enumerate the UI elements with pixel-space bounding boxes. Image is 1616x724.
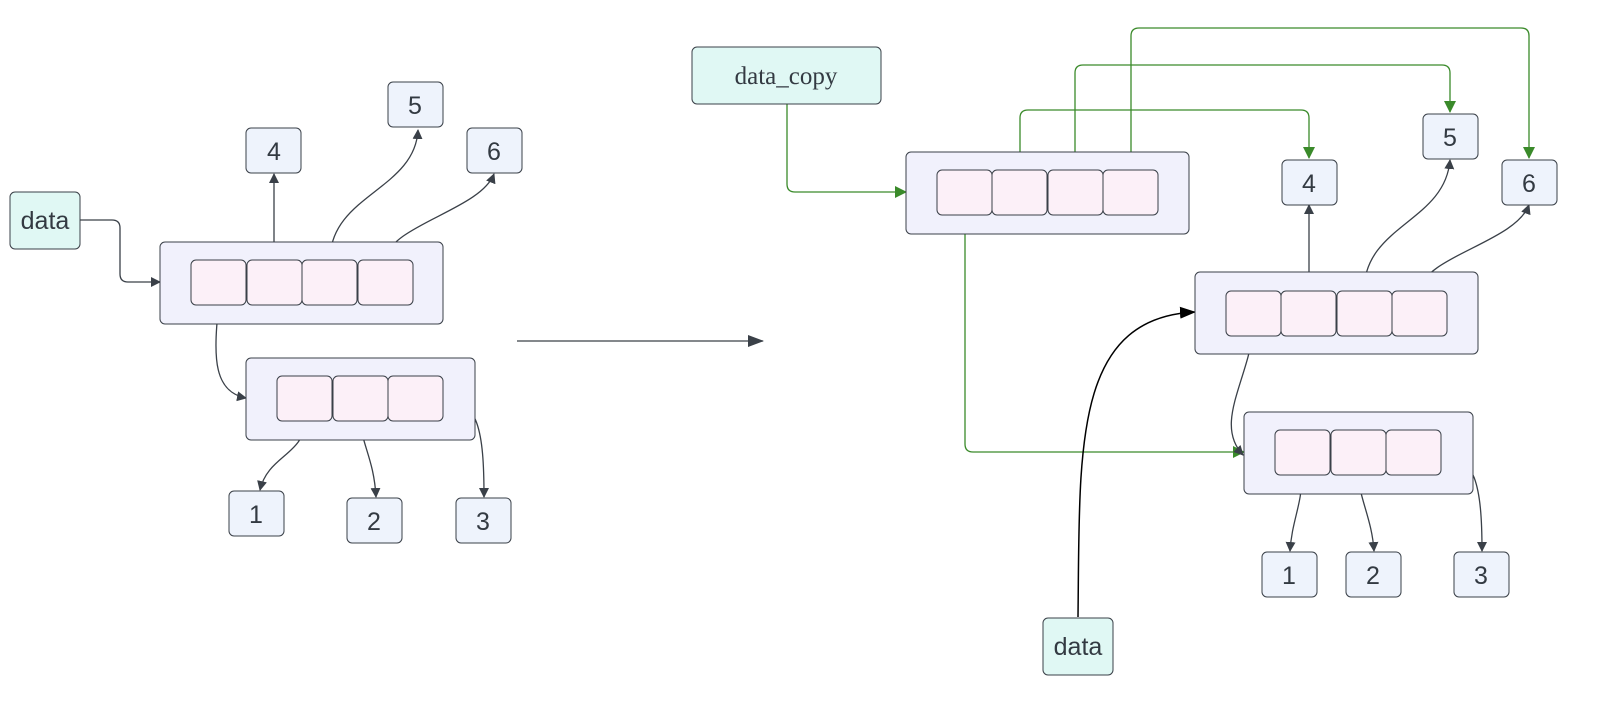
value-1-after: 1	[1261, 551, 1318, 598]
list-slot	[1047, 169, 1104, 216]
value-6-after: 6	[1501, 159, 1558, 206]
outer-list-after	[1194, 271, 1479, 355]
edge-slot-to-5	[329, 129, 423, 261]
list-slot	[1225, 290, 1282, 337]
edge-data-to-outer-list-after	[1077, 306, 1196, 618]
variable-data-copy: data_copy	[691, 46, 882, 105]
list-slot	[991, 169, 1048, 216]
value-label: 4	[1302, 170, 1316, 198]
value-3-before: 3	[455, 497, 512, 544]
value-6-before: 6	[466, 127, 523, 174]
copied-outer-list	[905, 151, 1190, 235]
value-3-after: 3	[1453, 551, 1510, 598]
value-2-after: 2	[1345, 551, 1402, 598]
edge-data-to-outer-list	[80, 219, 161, 287]
edge-data-copy-to-copied-list	[786, 104, 907, 198]
before-panel: data 4 5 6	[9, 81, 523, 544]
nested-list-after	[1243, 411, 1474, 495]
list-slot	[1274, 429, 1331, 476]
edge-copy-slot-to-4	[1019, 109, 1315, 170]
value-label: 2	[1366, 562, 1380, 590]
value-label: 5	[1443, 124, 1457, 152]
variable-data-label: data	[21, 207, 70, 235]
value-label: 2	[367, 508, 381, 536]
value-label: 1	[1282, 562, 1296, 590]
value-label: 6	[487, 138, 501, 166]
after-panel: data_copy 4	[691, 27, 1558, 676]
edge-copy-slot-to-6	[1130, 27, 1535, 170]
value-2-before: 2	[346, 497, 403, 544]
value-label: 1	[249, 501, 263, 529]
value-label: 6	[1522, 170, 1536, 198]
list-slot	[936, 169, 993, 216]
list-slot	[1385, 429, 1442, 476]
value-4-after: 4	[1281, 159, 1338, 206]
value-1-before: 1	[228, 490, 285, 537]
edge-copy-slot-to-5	[1074, 64, 1456, 170]
list-slot	[301, 259, 358, 306]
value-label: 3	[476, 508, 490, 536]
list-slot	[387, 375, 444, 422]
list-slot	[332, 375, 389, 422]
list-slot	[1280, 290, 1337, 337]
variable-data-copy-label: data_copy	[735, 63, 838, 90]
list-slot	[1391, 290, 1448, 337]
value-label: 4	[267, 138, 281, 166]
edge-copy-slot-to-nested-list	[964, 216, 1245, 458]
list-slot	[1330, 429, 1387, 476]
list-slot	[190, 259, 247, 306]
variable-data-after: data	[1042, 617, 1114, 676]
edge-slot-to-5-after	[1363, 159, 1455, 292]
value-5-after: 5	[1422, 113, 1479, 160]
list-slot	[246, 259, 303, 306]
list-slot	[1102, 169, 1159, 216]
variable-data-before: data	[9, 191, 81, 250]
value-4-before: 4	[245, 127, 302, 174]
value-label: 5	[408, 92, 422, 120]
list-slot	[1336, 290, 1393, 337]
outer-list-before	[159, 241, 444, 325]
value-5-before: 5	[387, 81, 444, 128]
list-slot	[276, 375, 333, 422]
variable-data-label: data	[1054, 633, 1103, 661]
nested-list-before	[245, 357, 476, 441]
value-label: 3	[1474, 562, 1488, 590]
list-slot	[357, 259, 414, 306]
